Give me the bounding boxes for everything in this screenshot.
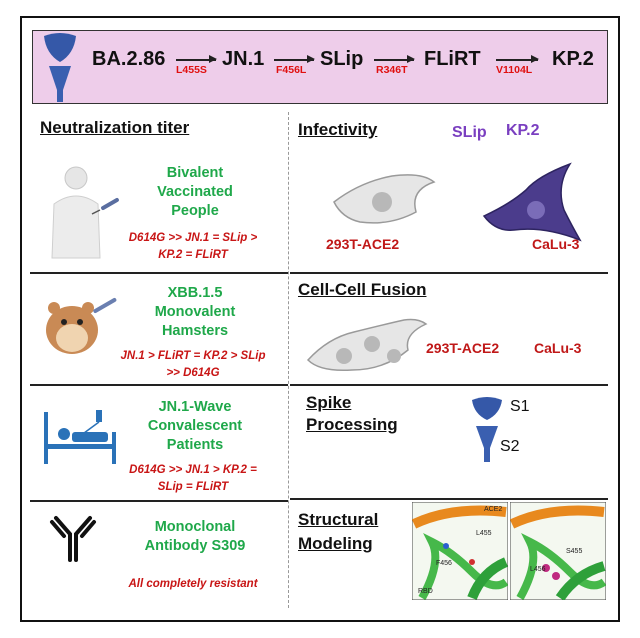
cell-calu3-icon: [482, 162, 582, 242]
fusion-heading: Cell-Cell Fusion: [298, 280, 427, 299]
label-rbd: RBD: [418, 588, 433, 595]
label-l455: L455: [476, 530, 492, 537]
neutralization-heading: Neutralization titer: [40, 118, 190, 137]
variant-jn1: JN.1: [222, 48, 265, 70]
arrow-4: [496, 56, 539, 62]
slip-label: SLip: [452, 124, 487, 141]
result-bivalent: D614G >> JN.1 = SLip > KP.2 = FLiRT: [128, 232, 258, 261]
fusion-cell-calu3: CaLu-3: [534, 340, 582, 356]
variant-slip: SLip: [320, 48, 364, 70]
vaccinated-person-icon: [51, 166, 119, 259]
fusion-cell-293t: 293T-ACE2: [426, 340, 500, 356]
mutation-v1104l: V1104L: [496, 64, 533, 76]
group-hamsters: XBB.1.5 Monovalent Hamsters: [154, 285, 236, 339]
result-hamsters: JN.1 > FLiRT = KP.2 > SLip >> D614G: [120, 350, 266, 379]
arrow-1: [176, 56, 217, 62]
label-ace2: ACE2: [484, 506, 503, 513]
mutation-r346t: R346T: [376, 64, 408, 76]
variant-kp2: KP.2: [552, 48, 594, 70]
result-patients: D614G >> JN.1 > KP.2 = SLip = FLiRT: [129, 464, 257, 493]
variant-flirt: FLiRT: [424, 48, 481, 70]
label-s455: S455: [566, 548, 583, 555]
modeling-heading: Structural Modeling: [298, 510, 379, 553]
kp2-label: KP.2: [506, 122, 540, 139]
s1-label: S1: [510, 398, 530, 415]
structure-render-right: [510, 502, 606, 600]
divider-right-3: [290, 498, 608, 500]
antibody-icon: [50, 516, 96, 562]
divider-left-2: [30, 384, 288, 386]
mutation-f456l: F456L: [276, 64, 307, 76]
lineage-banner: [32, 30, 608, 104]
spike-protein-icon: [44, 33, 76, 102]
group-patients: JN.1-Wave Convalescent Patients: [147, 399, 243, 453]
variant-ba286: BA.2.86: [92, 48, 166, 70]
hamster-icon: [46, 298, 117, 354]
result-antibody: All completely resistant: [128, 578, 258, 590]
label-l456: L456: [530, 566, 546, 573]
label-f456: F456: [436, 560, 452, 567]
cleaved-spike-icon: [472, 397, 502, 462]
infectivity-cell-293t: 293T-ACE2: [326, 236, 400, 252]
arrow-2: [274, 56, 315, 62]
s2-label: S2: [500, 438, 520, 455]
hospital-bed-icon: [44, 410, 116, 464]
infectivity-cell-calu3: CaLu-3: [532, 236, 580, 252]
cell-293t-icon: [333, 174, 436, 224]
group-antibody: Monoclonal Antibody S309: [144, 519, 246, 554]
infectivity-heading: Infectivity: [298, 120, 378, 139]
processing-heading: Spike Processing: [306, 393, 398, 434]
fused-cell-icon: [306, 318, 428, 372]
structure-render-left: [412, 502, 508, 600]
group-bivalent: Bivalent Vaccinated People: [157, 165, 233, 219]
divider-right-1: [290, 272, 608, 274]
divider-left-3: [30, 500, 288, 502]
column-divider: [288, 112, 289, 608]
arrow-3: [374, 56, 415, 62]
mutation-l455s: L455S: [176, 64, 207, 76]
divider-left-1: [30, 272, 288, 274]
divider-right-2: [290, 384, 608, 386]
